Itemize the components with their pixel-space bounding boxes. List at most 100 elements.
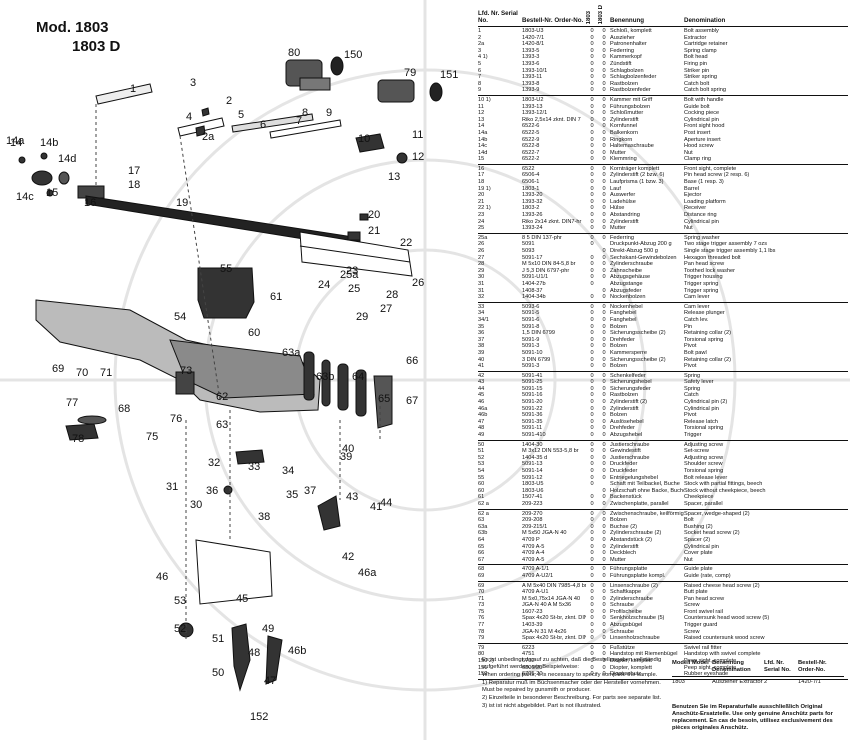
cell-order: 1393-24 bbox=[522, 225, 543, 232]
cell-denomination: Firing pin bbox=[684, 60, 708, 67]
note-2: When ordering parts, it is necessary to … bbox=[482, 672, 658, 678]
cell-serial: 35 bbox=[478, 323, 485, 330]
cell-1803: 0 bbox=[590, 103, 594, 110]
part-label: 71 bbox=[100, 367, 112, 379]
part-label: 38 bbox=[258, 511, 270, 523]
cell-1803: 0 bbox=[590, 172, 594, 179]
cell-order: 1420-8/1 bbox=[522, 41, 545, 48]
cell-serial: 15 bbox=[478, 156, 485, 163]
cell-serial: 65 bbox=[478, 543, 485, 550]
model-title-line1: Mod. 1803 bbox=[36, 19, 109, 36]
cell-serial: 61 bbox=[478, 494, 485, 501]
cell-serial: 3 bbox=[478, 47, 482, 54]
cell-1803d: 0 bbox=[602, 474, 606, 481]
cell-1803: 0 bbox=[590, 179, 594, 186]
cell-1803d: 0 bbox=[602, 336, 606, 343]
cell-serial: 6 bbox=[478, 67, 482, 74]
cell-order: 6522-5 bbox=[522, 129, 540, 136]
cell-serial: 46 bbox=[478, 399, 485, 406]
cell-serial: 151 bbox=[478, 664, 488, 671]
cell-order: 1393-11 bbox=[522, 74, 543, 81]
cell-1803: 0 bbox=[590, 143, 594, 150]
cell-serial: 14b bbox=[478, 136, 488, 143]
cell-serial: 78 bbox=[478, 628, 485, 635]
cell-1803d: 0 bbox=[602, 523, 606, 530]
part-label: 21 bbox=[368, 225, 380, 237]
model-cell-serial: 2 bbox=[764, 679, 768, 685]
cell-serial: 13 bbox=[478, 116, 485, 123]
cell-1803d: 0 bbox=[602, 405, 606, 412]
cell-order: 8 5 DIN 137-phr bbox=[522, 234, 562, 241]
cell-denomination: Receiver bbox=[684, 205, 707, 212]
part-label: 14c bbox=[16, 191, 34, 203]
cell-order: 1393-9 bbox=[522, 87, 540, 94]
cell-benennung: Bolzen bbox=[610, 517, 628, 524]
cell-order: 5093-6 bbox=[522, 303, 540, 310]
part-label: 26 bbox=[412, 277, 424, 289]
cell-denomination: Cylindrical pin (2) bbox=[684, 399, 728, 406]
cell-benennung: Abzugstange bbox=[610, 280, 643, 287]
cell-denomination: Stock with partial fittings, beech bbox=[684, 481, 763, 488]
cell-serial: 43 bbox=[478, 379, 485, 386]
cell-serial: 14c bbox=[478, 143, 488, 150]
cell-denomination: Nut bbox=[684, 149, 693, 156]
cell-benennung: Schraube bbox=[610, 602, 634, 609]
header-serial: Lfd. Nr. Serial No. bbox=[478, 10, 518, 24]
cell-1803: 0 bbox=[590, 615, 594, 622]
cell-1803: 0 bbox=[590, 34, 594, 41]
cell-order: 4709 A-U2/1 bbox=[522, 572, 554, 579]
cell-1803: 0 bbox=[590, 468, 594, 474]
cell-denomination: Torsional spring bbox=[684, 468, 724, 474]
cell-benennung: Druckfeder bbox=[610, 468, 638, 474]
cell-1803d: 0 bbox=[602, 123, 606, 130]
header-1803: 1803 bbox=[586, 10, 592, 24]
cell-1803d: 0 bbox=[602, 316, 606, 323]
cell-benennung: Balkenkorn bbox=[610, 129, 638, 136]
cell-1803: 0 bbox=[590, 399, 594, 406]
cell-denomination: Spacer (2) bbox=[684, 536, 711, 543]
part-label: 63b bbox=[316, 371, 334, 383]
model-cell-order: 1420-7/1 bbox=[798, 679, 821, 685]
part-label: 66 bbox=[406, 355, 418, 367]
cell-serial: 44 bbox=[478, 385, 485, 392]
cell-1803: 0 bbox=[590, 330, 594, 337]
cell-benennung: Schraube bbox=[610, 628, 634, 635]
cell-1803d: 0 bbox=[602, 67, 606, 74]
cell-denomination: Toothed lock washer bbox=[684, 267, 735, 274]
cell-benennung: Sicherungsfeder bbox=[610, 385, 651, 392]
cell-order: 1393-3 bbox=[522, 54, 540, 61]
part-label: 11 bbox=[412, 129, 423, 141]
cell-1803d: 0 bbox=[602, 74, 606, 81]
cell-serial: 51 bbox=[478, 448, 485, 455]
cell-1803d: 0 bbox=[602, 96, 606, 103]
cell-serial: 26 bbox=[478, 248, 485, 254]
cell-1803d: 0 bbox=[602, 494, 606, 501]
cell-1803d: 0 bbox=[602, 556, 606, 563]
cell-denomination: Front sight, complete bbox=[684, 165, 737, 172]
cell-denomination: Spring bbox=[684, 372, 701, 379]
cell-1803: 0 bbox=[590, 156, 594, 163]
cell-serial: 62 a bbox=[478, 500, 489, 507]
cell-denomination: Torsional spring bbox=[684, 425, 724, 432]
cell-denomination: Bolt head bbox=[684, 54, 708, 61]
part-label: 30 bbox=[190, 499, 202, 511]
part-label: 42 bbox=[342, 551, 354, 563]
part-label: 14a bbox=[6, 135, 25, 147]
header-denomination: Denomination bbox=[684, 17, 726, 24]
cell-serial: 73 bbox=[478, 602, 485, 609]
cell-denomination: Release plunger bbox=[684, 310, 725, 317]
cell-1803: 0 bbox=[590, 185, 594, 192]
cell-denomination: Screw bbox=[684, 602, 700, 609]
